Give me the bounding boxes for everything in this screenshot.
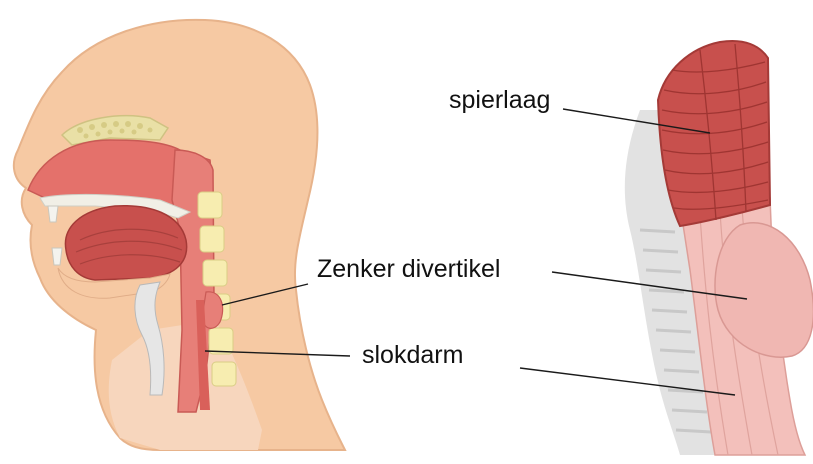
label-zenker-divertikel: Zenker divertikel <box>317 255 500 283</box>
tongue <box>65 206 186 280</box>
head-section <box>14 20 345 450</box>
label-spierlaag: spierlaag <box>449 86 550 114</box>
label-slokdarm: slokdarm <box>362 341 463 369</box>
